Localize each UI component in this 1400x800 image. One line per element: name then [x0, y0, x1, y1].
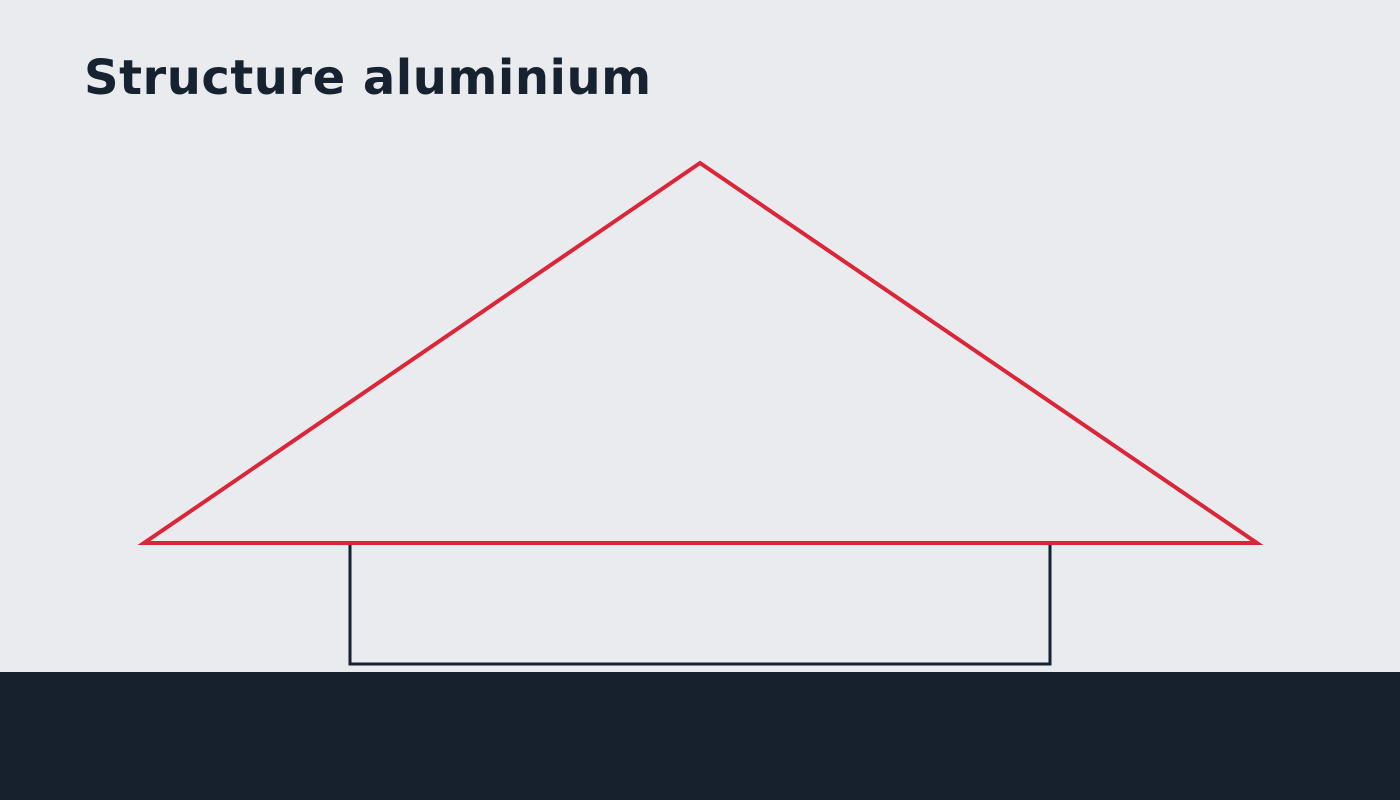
page-title: Structure aluminium: [84, 50, 652, 106]
footer-band: [0, 672, 1400, 800]
frame-outline: [348, 543, 1052, 666]
roof-triangle: [137, 160, 1264, 545]
